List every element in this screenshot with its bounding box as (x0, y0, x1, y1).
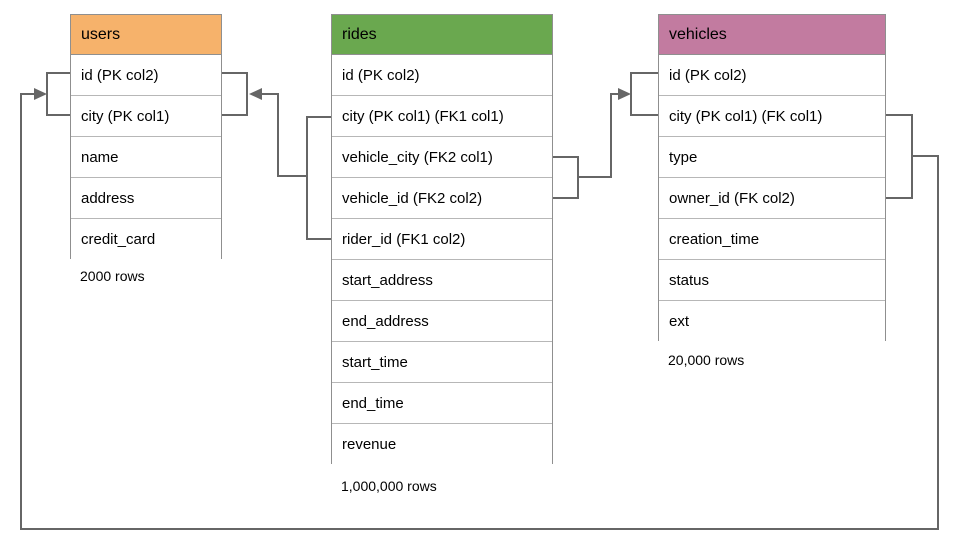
table-users-row-name: name (71, 137, 221, 178)
connector-segment (20, 93, 22, 530)
connector-segment (306, 116, 308, 240)
table-vehicles-row-city: city (PK col1) (FK col1) (659, 96, 885, 137)
table-users-row-address: address (71, 178, 221, 219)
table-users-header: users (71, 15, 221, 55)
connector-segment (577, 176, 612, 178)
connector-segment (46, 114, 70, 116)
table-rides-row-id: id (PK col2) (332, 55, 552, 96)
table-users-row-credit-card: credit_card (71, 219, 221, 260)
arrowhead-icon (618, 88, 631, 100)
connector-segment (246, 72, 248, 116)
connector-segment (630, 72, 658, 74)
connector-segment (46, 72, 48, 116)
connector-segment (886, 114, 913, 116)
table-rides: rides id (PK col2) city (PK col1) (FK1 c… (331, 14, 553, 465)
table-users: users id (PK col2) city (PK col1) name a… (70, 14, 222, 260)
table-vehicles-row-status: status (659, 260, 885, 301)
connector-segment (260, 93, 279, 95)
table-vehicles-row-creation-time: creation_time (659, 219, 885, 260)
table-vehicles-row-id: id (PK col2) (659, 55, 885, 96)
connector-segment (306, 116, 331, 118)
connector-segment (222, 114, 248, 116)
users-row-count: 2000 rows (80, 268, 145, 284)
connector-segment (277, 93, 279, 177)
arrowhead-icon (249, 88, 262, 100)
connector-segment (553, 156, 579, 158)
vehicles-row-count: 20,000 rows (668, 352, 745, 368)
connector-segment (553, 197, 579, 199)
table-users-row-city: city (PK col1) (71, 96, 221, 137)
table-rides-row-rider-id: rider_id (FK1 col2) (332, 219, 552, 260)
connector-segment (630, 114, 658, 116)
rides-row-count: 1,000,000 rows (341, 478, 437, 494)
connector-segment (630, 72, 632, 116)
connector-segment (610, 93, 612, 178)
connector-segment (222, 72, 248, 74)
table-rides-row-start-time: start_time (332, 342, 552, 383)
table-rides-row-end-address: end_address (332, 301, 552, 342)
table-rides-row-start-address: start_address (332, 260, 552, 301)
table-rides-row-end-time: end_time (332, 383, 552, 424)
connector-segment (20, 528, 939, 530)
table-vehicles: vehicles id (PK col2) city (PK col1) (FK… (658, 14, 886, 342)
table-rides-row-vehicle-id: vehicle_id (FK2 col2) (332, 178, 552, 219)
table-vehicles-row-type: type (659, 137, 885, 178)
arrowhead-icon (34, 88, 47, 100)
connector-segment (886, 197, 913, 199)
table-vehicles-header: vehicles (659, 15, 885, 55)
connector-segment (937, 155, 939, 530)
connector-segment (20, 93, 34, 95)
connector-segment (277, 175, 308, 177)
table-users-row-id: id (PK col2) (71, 55, 221, 96)
table-vehicles-row-ext: ext (659, 301, 885, 342)
connector-segment (46, 72, 70, 74)
table-rides-row-vehicle-city: vehicle_city (FK2 col1) (332, 137, 552, 178)
table-rides-header: rides (332, 15, 552, 55)
connector-segment (610, 93, 620, 95)
connector-segment (306, 238, 331, 240)
table-vehicles-row-owner-id: owner_id (FK col2) (659, 178, 885, 219)
table-rides-row-revenue: revenue (332, 424, 552, 465)
table-rides-row-city: city (PK col1) (FK1 col1) (332, 96, 552, 137)
connector-segment (911, 155, 939, 157)
